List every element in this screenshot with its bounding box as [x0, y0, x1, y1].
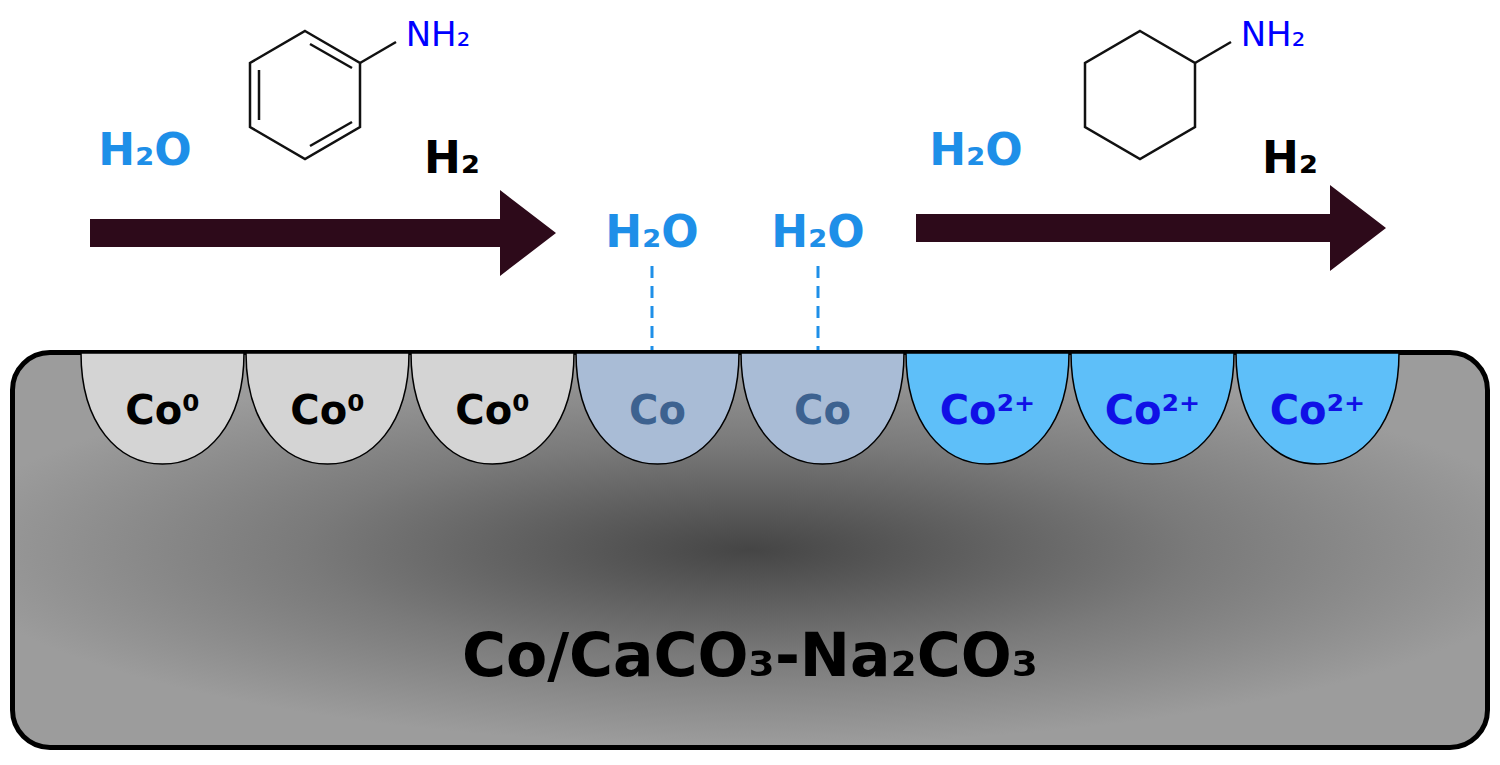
site-label: Co⁰: [125, 387, 199, 433]
cobalt-site: Co²⁺: [1235, 352, 1400, 466]
support-label: Co/CaCO₃-Na₂CO₃: [462, 620, 1038, 690]
site-shape: [1236, 353, 1399, 464]
cyclohexane-ring: [1085, 31, 1195, 159]
adsorption-line: [652, 266, 818, 350]
site-label: Co²⁺: [1270, 387, 1365, 433]
cobalt-site: Co: [575, 352, 740, 466]
double-bond: [310, 122, 352, 146]
site-shape: [576, 353, 739, 464]
amine-group: NH₂: [1241, 17, 1306, 51]
reaction-arrow: [90, 185, 1386, 276]
aniline-structure: [250, 31, 396, 159]
arrow-right: [916, 185, 1386, 271]
water-label: H₂O: [929, 128, 1023, 172]
hydrogen-label: H₂: [1262, 136, 1318, 180]
hydrogen-label: H₂: [424, 136, 480, 180]
benzene-ring: [250, 31, 360, 159]
cobalt-site: Co⁰: [410, 352, 575, 466]
dashed-line: [817, 266, 820, 350]
site-shape: [81, 353, 244, 464]
amine-group: NH₂: [406, 17, 471, 51]
amine-bond: [360, 42, 396, 63]
cobalt-site: Co²⁺: [1070, 352, 1235, 466]
site-shape: [246, 353, 409, 464]
site-label: Co²⁺: [1105, 387, 1200, 433]
cyclohexylamine-structure: [1085, 31, 1231, 159]
support-block: Co/CaCO₃-Na₂CO₃ Co⁰ Co⁰ Co⁰ Co Co Co²⁺ Co²⁺ Co²⁺: [10, 350, 1490, 750]
site-shape: [411, 353, 574, 464]
arrow-left: [90, 190, 556, 276]
site-label: Co: [629, 387, 686, 433]
site-shape: [906, 353, 1069, 464]
cobalt-site: Co⁰: [245, 352, 410, 466]
cobalt-site: Co: [740, 352, 905, 466]
adsorbed-water: H₂O: [771, 210, 865, 254]
water-label: H₂O: [98, 128, 192, 172]
dashed-line: [651, 266, 654, 350]
site-shape: [741, 353, 904, 464]
double-bond: [310, 44, 352, 68]
cobalt-site: Co⁰: [80, 352, 245, 466]
site-label: Co²⁺: [940, 387, 1035, 433]
amine-bond: [1195, 42, 1231, 63]
double-bond: [258, 70, 261, 120]
site-shape: [1071, 353, 1234, 464]
site-label: Co⁰: [290, 387, 364, 433]
site-label: Co⁰: [455, 387, 529, 433]
cobalt-site: Co²⁺: [905, 352, 1070, 466]
adsorbed-water: H₂O: [605, 210, 699, 254]
site-label: Co: [794, 387, 851, 433]
